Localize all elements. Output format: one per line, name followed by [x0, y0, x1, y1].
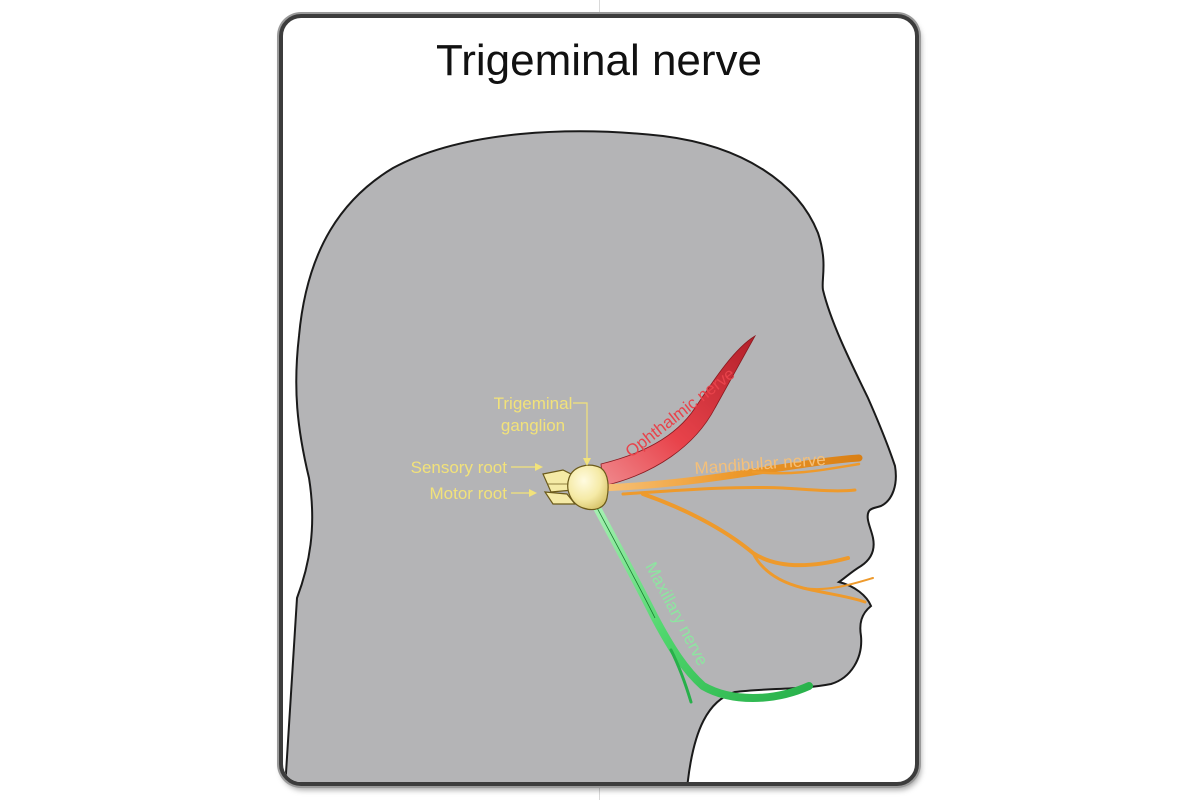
head-silhouette [284, 130, 897, 782]
trigeminal-ganglion [567, 464, 609, 511]
trigeminal-ganglion-label-line1: Trigeminal [494, 394, 573, 413]
diagram-card: Trigeminal nerve [279, 14, 919, 786]
diagram-title: Trigeminal nerve [435, 36, 763, 85]
motor-root-label: Motor root [430, 484, 508, 503]
sensory-root-label: Sensory root [411, 458, 508, 477]
trigeminal-ganglion-label-line2: ganglion [501, 416, 565, 435]
head-diagram: Trigeminal ganglion Sensory root Motor r… [284, 130, 897, 782]
label-leaders [511, 402, 591, 497]
maxillary-nerve-branch [591, 500, 813, 704]
mandibular-nerve-branch [597, 454, 874, 604]
ophthalmic-nerve-branch [600, 334, 757, 487]
